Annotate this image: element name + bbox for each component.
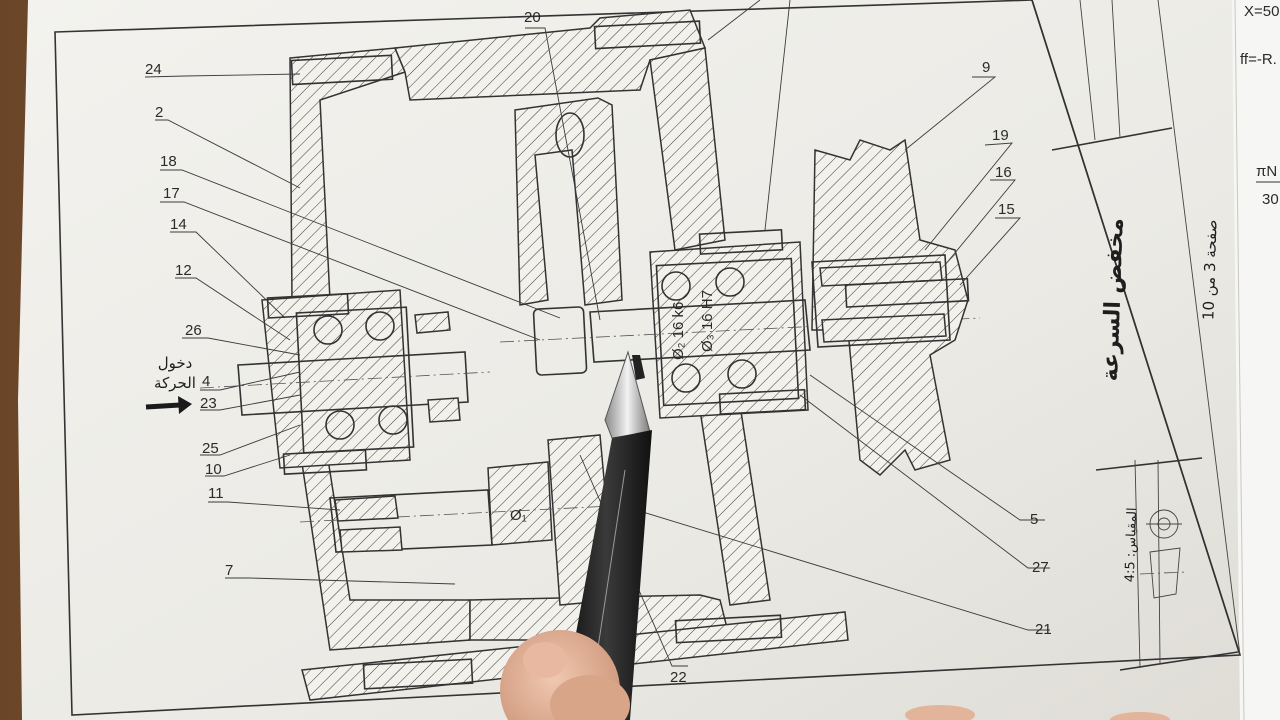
bolt-icon (266, 20, 970, 690)
callout-24: 24 (145, 61, 162, 78)
callout-12: 12 (175, 262, 192, 279)
callout-4: 4 (202, 373, 210, 390)
callout-17: 17 (163, 185, 180, 202)
callout-numbers: 24 2 18 17 14 12 26 4 23 25 10 11 7 20 9… (145, 9, 1052, 686)
callout-21: 21 (1035, 621, 1052, 638)
margin-note-4: 30 (1262, 191, 1279, 208)
title-block (1031, 0, 1241, 671)
margin-note-1: X=50 (1244, 3, 1279, 20)
callout-2: 2 (155, 104, 163, 121)
second-sheet (1232, 0, 1280, 720)
input-label-line2: الحركة (154, 374, 196, 392)
callout-23: 23 (200, 395, 217, 412)
callout-14: 14 (170, 216, 187, 233)
callout-25: 25 (202, 440, 219, 457)
callout-18: 18 (160, 153, 177, 170)
callout-26: 26 (185, 322, 202, 339)
callout-11: 11 (208, 485, 224, 502)
drawing-title: مخفض السرعة (1098, 218, 1129, 382)
callout-10: 10 (205, 461, 222, 478)
input-arrow-icon (145, 396, 192, 414)
callout-19: 19 (992, 127, 1009, 144)
callout-27: 27 (1032, 559, 1049, 576)
callout-7: 7 (225, 562, 233, 579)
margin-note-2: ff=-R. (1240, 51, 1277, 68)
page-number: صفحة 3 من 10 (1199, 219, 1220, 320)
callout-20: 20 (524, 9, 541, 26)
hand (500, 630, 1170, 720)
callout-15: 15 (998, 201, 1015, 218)
callout-16: 16 (995, 164, 1012, 181)
dimension-d3: Ø₃ 16 H7 (699, 290, 716, 352)
scale-label: المقياس: 4:5 (1123, 507, 1141, 582)
callout-9: 9 (982, 59, 990, 76)
callout-5: 5 (1030, 511, 1038, 528)
input-label-line1: دخول (158, 354, 193, 372)
dimension-d2: Ø₂ 16 k6 (670, 302, 687, 360)
dimension-d1: Ø₁ (510, 507, 527, 524)
margin-note-3: πN (1256, 163, 1277, 180)
leader-lines (144, 0, 1050, 667)
projection-symbol-icon (1139, 509, 1187, 599)
callout-22: 22 (670, 669, 687, 686)
